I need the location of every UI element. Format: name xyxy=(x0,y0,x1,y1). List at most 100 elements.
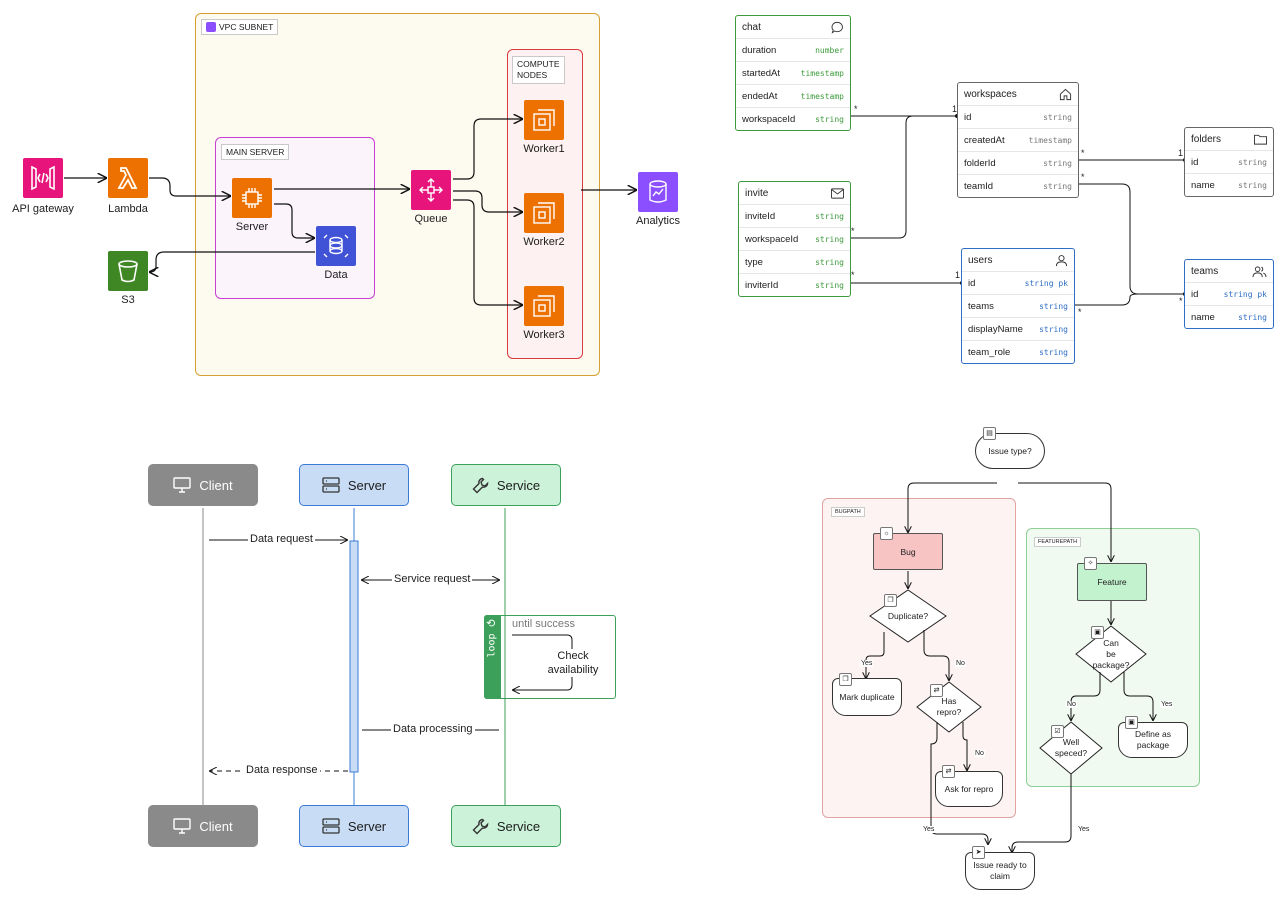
monitor-icon xyxy=(173,818,192,834)
featurepath-tag: FEATUREPATH xyxy=(1034,537,1082,547)
bugpath-tag: BUGPATH xyxy=(831,507,865,517)
home-icon xyxy=(1059,88,1072,100)
card-teams-many: * xyxy=(1179,296,1183,306)
edge-label-yes-repro: Yes xyxy=(922,826,936,833)
msg-data-response: Data response xyxy=(244,764,320,776)
card-ws-folder: * xyxy=(1081,148,1085,158)
user-icon xyxy=(1055,254,1068,266)
vpc-icon xyxy=(206,22,216,32)
copy-icon: ❐ xyxy=(884,594,897,607)
loop-tag xyxy=(484,615,501,699)
server-label: Server xyxy=(235,221,269,233)
s3-bucket-icon[interactable] xyxy=(108,251,148,291)
checklist-icon: ☑ xyxy=(1051,725,1064,738)
actor-client-bottom[interactable]: Client xyxy=(148,805,258,847)
server-stack-icon xyxy=(322,818,340,834)
edge-data-s3 xyxy=(150,251,315,272)
users-icon xyxy=(1252,265,1267,277)
mail-icon xyxy=(831,187,844,199)
edge-issue-feature xyxy=(1018,482,1111,561)
api-gateway-label: API gateway xyxy=(12,203,74,215)
box-icon: ▣ xyxy=(1091,626,1104,639)
rel-users-teams xyxy=(1071,293,1139,306)
repeat-icon: ⇄ xyxy=(942,765,955,778)
edge-label-no-package: No xyxy=(1066,701,1077,708)
edge-label-no-duplicate: No xyxy=(955,660,966,667)
queue-icon[interactable] xyxy=(411,170,451,210)
wrench-icon xyxy=(472,818,489,834)
edge-duplicate-mark xyxy=(866,632,885,678)
edge-package-speced xyxy=(1071,672,1101,720)
analytics-label: Analytics xyxy=(635,215,681,227)
lambda-icon[interactable] xyxy=(108,158,148,198)
rel-invite-workspaces xyxy=(849,115,914,239)
sparkle-icon: ✧ xyxy=(1084,557,1097,570)
edge-queue-worker1 xyxy=(453,119,522,180)
box-icon: ▣ xyxy=(1125,716,1138,729)
analytics-icon[interactable] xyxy=(638,172,678,212)
edge-lambda-server xyxy=(149,177,230,196)
actor-server-bottom[interactable]: Server xyxy=(299,805,409,847)
edge-speced-ready xyxy=(1012,774,1072,852)
card-invite-users: * xyxy=(851,270,855,280)
data-label: Data xyxy=(324,269,348,281)
msg-service-request: Service request xyxy=(392,573,473,585)
wrench-icon xyxy=(472,477,489,493)
card-chat: * xyxy=(854,104,858,114)
worker1-label: Worker1 xyxy=(523,143,565,155)
copy-icon: ❐ xyxy=(839,673,852,686)
edge-repro-ask xyxy=(962,722,967,770)
actor-server-top[interactable]: Server xyxy=(299,464,409,506)
can-package-diamond[interactable] xyxy=(1075,625,1147,683)
edge-server-data xyxy=(274,203,314,238)
main-server-group xyxy=(215,137,375,299)
worker2-icon[interactable] xyxy=(524,193,564,233)
worker2-label: Worker2 xyxy=(523,236,565,248)
loop-refresh-icon: ⟲ xyxy=(486,618,496,630)
send-icon: ➤ xyxy=(972,846,985,859)
lambda-label: Lambda xyxy=(108,203,148,215)
database-icon[interactable] xyxy=(316,226,356,266)
server-stack-icon xyxy=(322,477,340,493)
actor-client-top[interactable]: Client xyxy=(148,464,258,506)
doc-icon: ▤ xyxy=(983,427,996,440)
server-icon[interactable] xyxy=(232,178,272,218)
feature-node[interactable]: Feature xyxy=(1077,563,1147,601)
loop-tag-label: loop xyxy=(486,633,498,658)
actor-service-bottom[interactable]: Service xyxy=(451,805,561,847)
s3-label: S3 xyxy=(121,294,135,306)
aws-connectors xyxy=(64,0,640,400)
main-server-tag: MAIN SERVER xyxy=(221,144,290,160)
edge-package-define xyxy=(1123,672,1153,720)
actor-service-top[interactable]: Service xyxy=(451,464,561,506)
msg-data-request: Data request xyxy=(248,533,315,545)
api-gateway-icon[interactable] xyxy=(23,158,63,198)
worker3-icon[interactable] xyxy=(524,286,564,326)
ask-repro-node[interactable]: Ask for repro xyxy=(935,771,1003,807)
card-folders: 1 xyxy=(1178,148,1184,158)
rel-workspaces-teams xyxy=(1076,183,1185,295)
worker1-icon[interactable] xyxy=(524,100,564,140)
edge-label-yes-speced: Yes xyxy=(1077,826,1091,833)
